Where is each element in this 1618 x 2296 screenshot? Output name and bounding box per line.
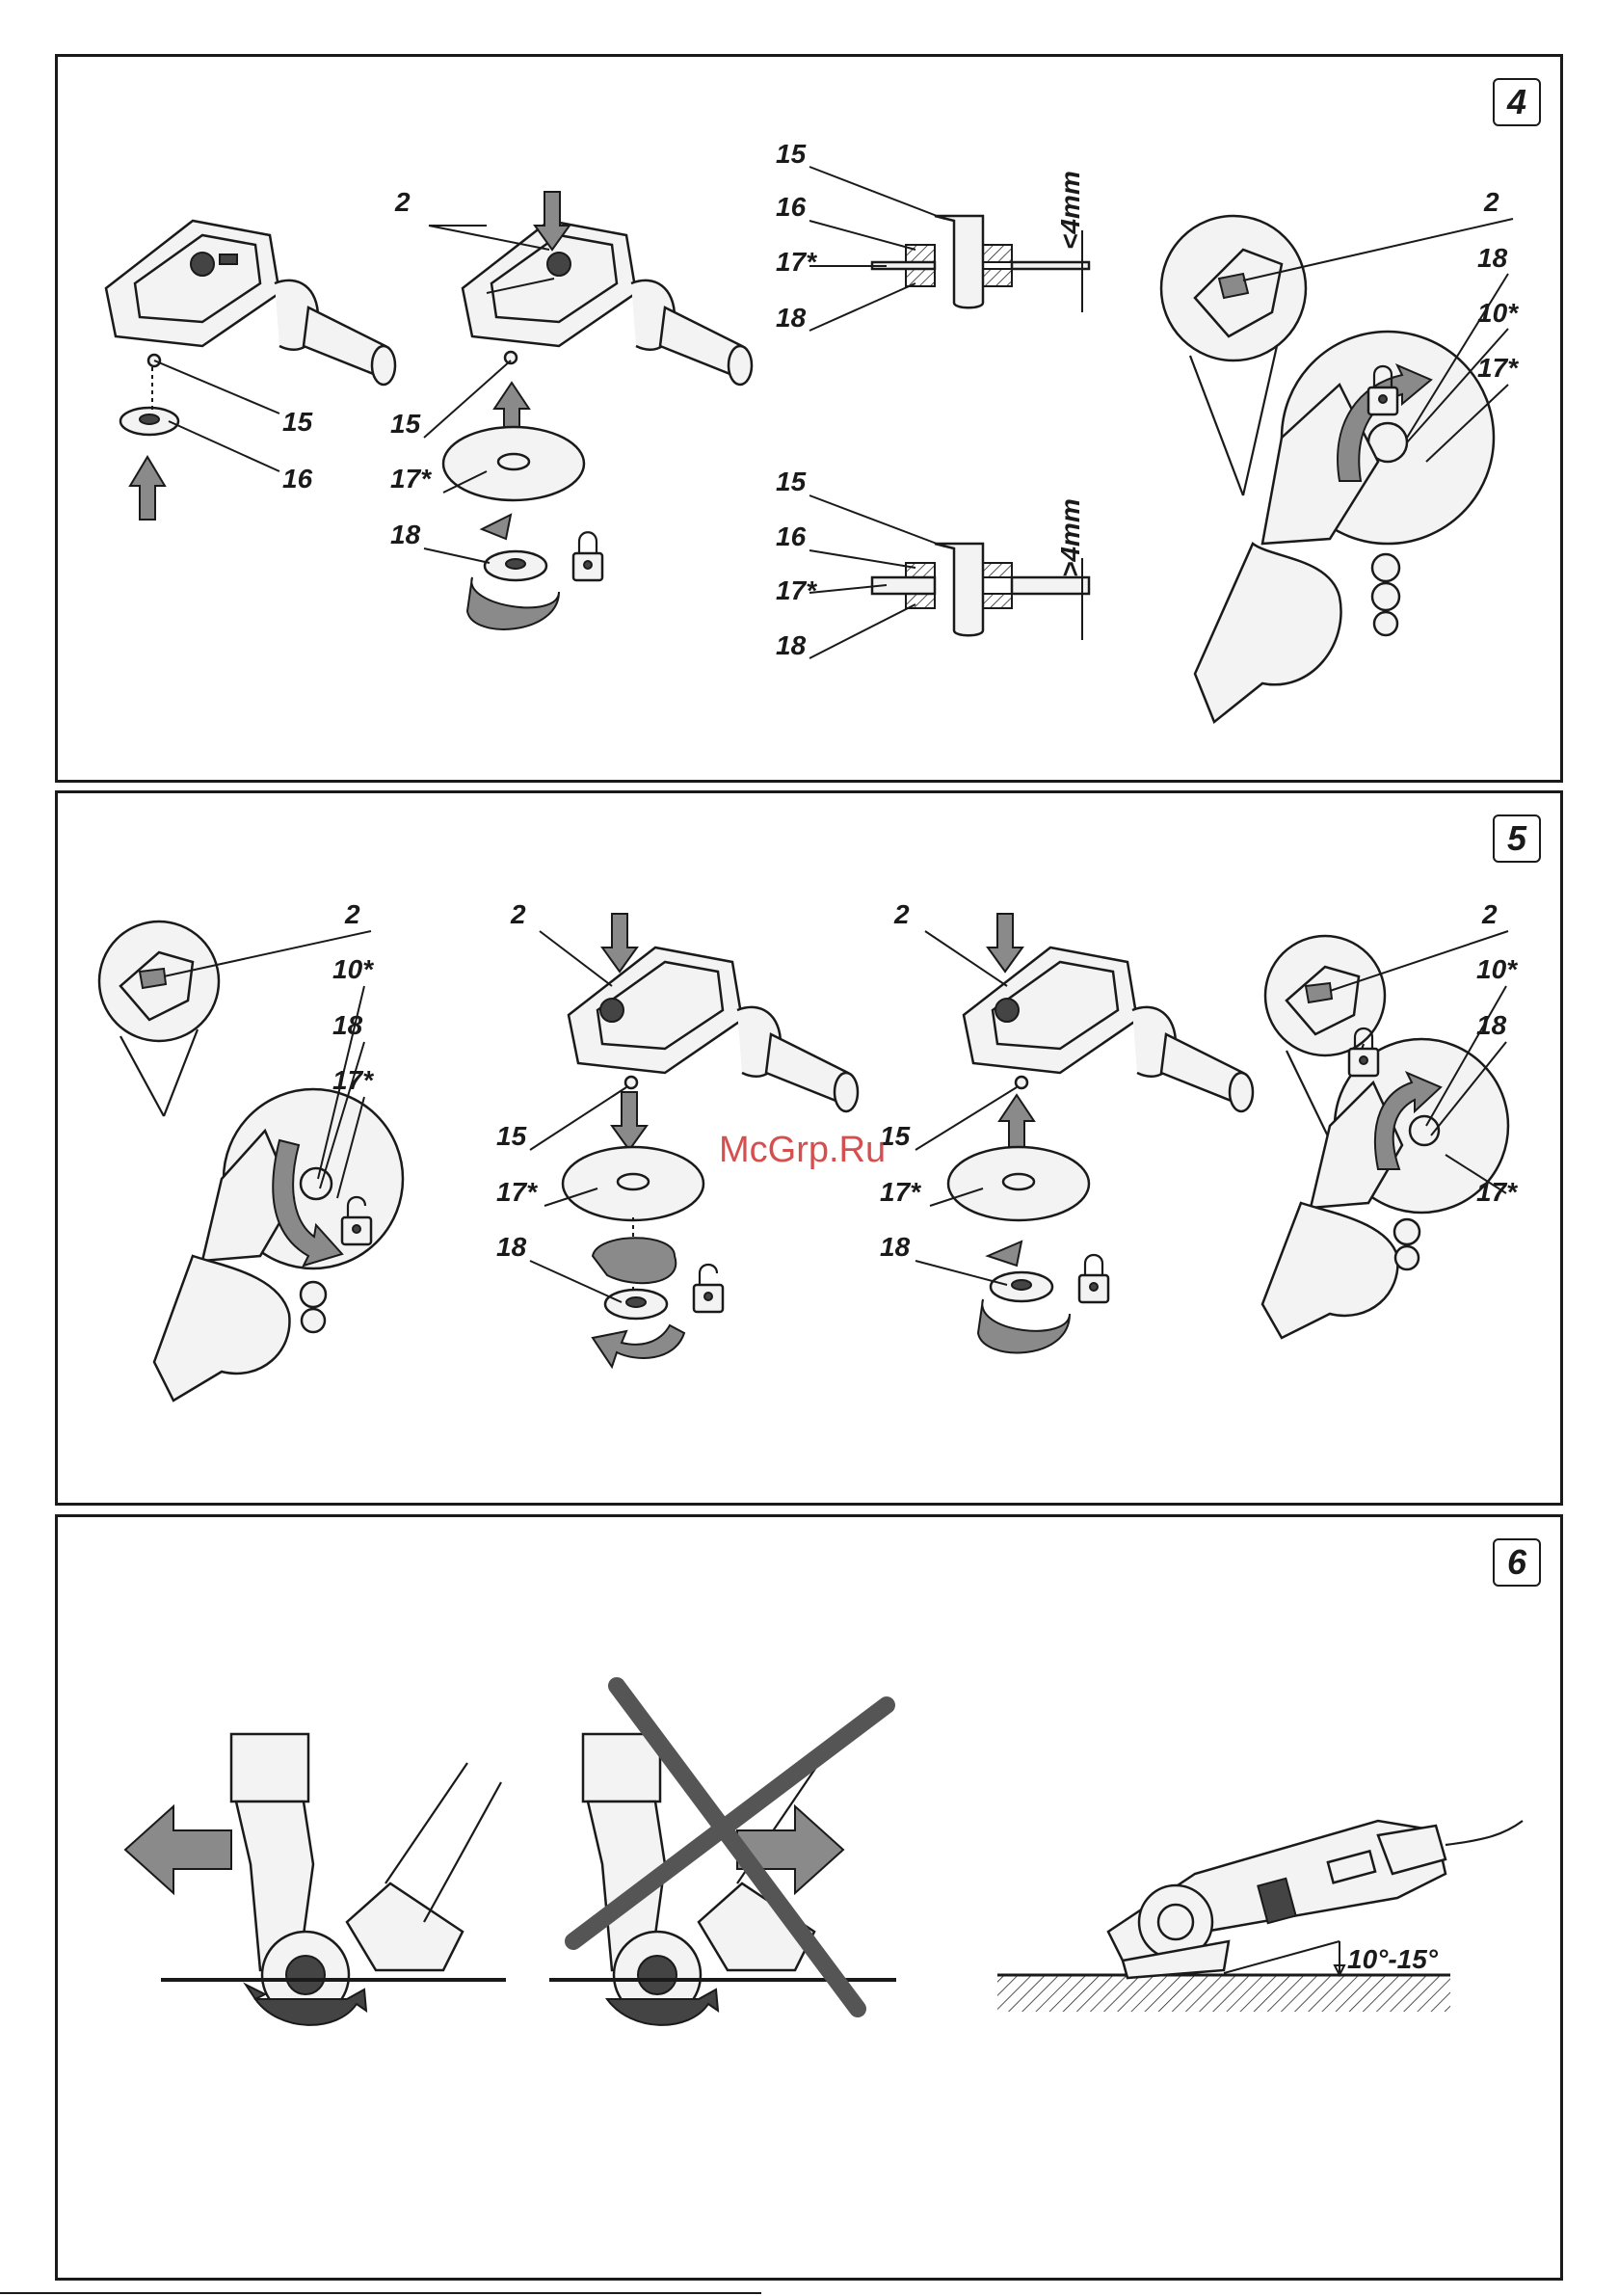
label-17: 17*	[880, 1177, 921, 1207]
label-17: 17*	[1476, 1177, 1518, 1207]
arrow-up-icon	[999, 1095, 1034, 1150]
label-2: 2	[1481, 899, 1498, 929]
dimension-label: >4mm	[1055, 498, 1085, 577]
label-18: 18	[496, 1232, 527, 1262]
label-18: 18	[776, 303, 807, 333]
arrow-up-icon	[130, 457, 165, 520]
label-10: 10*	[332, 954, 374, 984]
label-18: 18	[1476, 1010, 1507, 1040]
grinder-head-illustration	[569, 948, 858, 1111]
cutting-disc-17-illustration	[948, 1147, 1089, 1220]
label-17: 17*	[496, 1177, 538, 1207]
press-button-arrow-icon	[602, 914, 637, 972]
label-18: 18	[1477, 243, 1508, 273]
label-2: 2	[1483, 187, 1499, 217]
angle-grinder-side-illustration	[1108, 1821, 1523, 1978]
label-2: 2	[344, 899, 360, 929]
nut-18-illustration	[991, 1272, 1052, 1301]
label-17: 17*	[332, 1065, 374, 1095]
ground-surface-illustration	[997, 1975, 1450, 2012]
lock-open-icon	[694, 1265, 723, 1312]
grinder-head-illustration	[106, 221, 395, 385]
lock-closed-icon	[573, 532, 602, 580]
label-17: 17*	[776, 575, 817, 605]
label-2: 2	[510, 899, 526, 929]
press-button-arrow-icon	[988, 914, 1022, 972]
label-16: 16	[776, 521, 807, 551]
figure-panel-4: 4 15 16	[55, 54, 1563, 783]
footer-rule	[0, 2292, 761, 2294]
hand-holding-grinder-illustration	[99, 921, 403, 1401]
label-18: 18	[880, 1232, 911, 1262]
label-18: 18	[332, 1010, 363, 1040]
label-15: 15	[496, 1121, 527, 1151]
hand-holding-grinder-illustration	[1161, 216, 1494, 722]
label-18: 18	[776, 630, 807, 660]
label-17: 17*	[1477, 353, 1519, 383]
label-16: 16	[776, 192, 807, 222]
label-15: 15	[390, 409, 421, 439]
label-16: 16	[282, 464, 313, 494]
figure-panel-6: 6	[55, 1514, 1563, 2281]
dimension-label: <4mm	[1055, 171, 1085, 250]
nut-18-illustration	[605, 1290, 667, 1319]
watermark: McGrp.Ru	[719, 1130, 886, 1171]
grinder-head-illustration	[463, 221, 752, 385]
arrow-down-icon	[612, 1092, 647, 1150]
cutting-disc-17-illustration	[443, 427, 584, 500]
label-15: 15	[776, 467, 807, 496]
angle-label: 10°-15°	[1347, 1944, 1439, 1974]
cutting-disc-17-illustration	[563, 1147, 703, 1220]
lock-closed-icon	[1079, 1255, 1108, 1302]
label-10: 10*	[1476, 954, 1518, 984]
nut-18-illustration	[485, 551, 546, 580]
label-17: 17*	[390, 464, 432, 494]
label-15: 15	[776, 139, 807, 169]
label-17: 17*	[776, 247, 817, 277]
label-2: 2	[893, 899, 910, 929]
label-2: 2	[394, 187, 411, 217]
label-10: 10*	[1477, 298, 1519, 328]
panel-6-drawing: 10°-15°	[58, 1517, 1566, 2283]
label-15: 15	[282, 407, 313, 437]
label-18: 18	[390, 520, 421, 549]
grinder-head-illustration	[964, 948, 1253, 1111]
hands-guiding-grinder-illustration	[231, 1734, 501, 2018]
direction-arrow-left-icon	[125, 1806, 231, 1893]
panel-4-drawing: 15 16	[58, 57, 1566, 786]
